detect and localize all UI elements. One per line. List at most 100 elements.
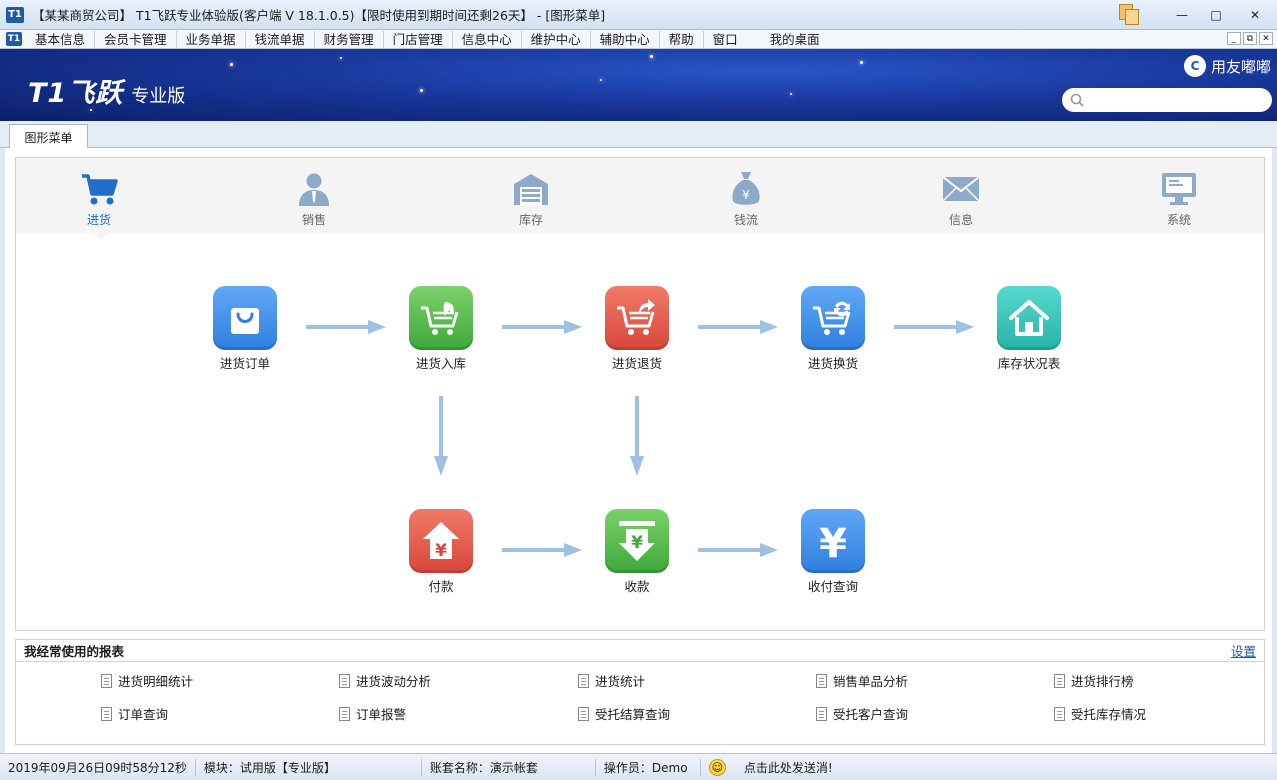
yydd-link[interactable]: C 用友嘟嘟 [1183, 55, 1271, 77]
node-payment-query[interactable]: ¥ 收付查询 [783, 509, 883, 595]
search-input[interactable] [1088, 93, 1272, 107]
tab-strip: 图形菜单 [0, 121, 1277, 149]
category-label: 钱流 [733, 213, 758, 227]
menu-item-cashflow-docs[interactable]: 钱流单据 [246, 30, 315, 48]
status-operator: 操作员：Demo [596, 758, 701, 776]
category-inventory[interactable]: 库存 [486, 170, 576, 228]
report-link[interactable]: 进货统计 [578, 671, 645, 690]
node-label: 库存状况表 [997, 356, 1061, 371]
flow-arrow-down [630, 396, 644, 476]
report-link-label: 订单查询 [118, 707, 169, 722]
report-link[interactable]: 订单报警 [339, 704, 406, 723]
app-logo: T1 [6, 6, 24, 23]
minimize-button[interactable]: — [1176, 8, 1188, 22]
active-category-pointer [92, 232, 110, 240]
menu-item-assist[interactable]: 辅助中心 [591, 30, 660, 48]
report-link[interactable]: 受托库存情况 [1054, 704, 1146, 723]
envelope-icon [942, 176, 980, 202]
document-icon [1054, 673, 1065, 688]
node-purchase-exchange[interactable]: 进货换货 [783, 286, 883, 372]
smiley-icon[interactable]: ☺ [708, 758, 726, 776]
flow-arrow-right [306, 320, 386, 334]
node-purchase-return[interactable]: 进货退货 [587, 286, 687, 372]
menu-item-maintenance[interactable]: 维护中心 [522, 30, 591, 48]
report-link[interactable]: 销售单品分析 [816, 671, 908, 690]
menu-item-store[interactable]: 门店管理 [384, 30, 453, 48]
report-link[interactable]: 订单查询 [101, 704, 168, 723]
status-bar: 2019年09月26日09时58分12秒 模块：试用版【专业版】 账套名称：演示… [0, 753, 1277, 780]
category-sales[interactable]: 销售 [269, 170, 359, 228]
flow-arrow-right [698, 320, 778, 334]
category-label: 销售 [301, 213, 326, 227]
node-stock-status[interactable]: 库存状况表 [979, 286, 1079, 372]
brand-edition: 专业版 [131, 86, 186, 107]
report-link[interactable]: 受托结算查询 [578, 704, 670, 723]
brand-logo: T1飞跃 专业版 [28, 71, 185, 110]
menu-app-logo[interactable]: T1 [6, 32, 22, 46]
report-link-label: 订单报警 [356, 707, 407, 722]
tab-graphic-menu[interactable]: 图形菜单 [9, 124, 88, 149]
star-decoration [650, 55, 653, 58]
report-link[interactable]: 受托客户查询 [816, 704, 908, 723]
category-purchase[interactable]: 进货 [54, 170, 144, 228]
close-button[interactable]: ✕ [1249, 8, 1261, 22]
report-link-label: 进货明细统计 [118, 674, 194, 689]
menu-item-business-docs[interactable]: 业务单据 [177, 30, 246, 48]
category-label: 库存 [518, 213, 543, 227]
node-receipt[interactable]: ¥ 收款 [587, 509, 687, 595]
window-list-icon[interactable] [1119, 4, 1141, 26]
cart-exchange-icon [813, 301, 851, 335]
menu-item-basic-info[interactable]: 基本信息 [26, 30, 96, 48]
report-link[interactable]: 进货波动分析 [339, 671, 431, 690]
report-link[interactable]: 进货明细统计 [101, 671, 193, 690]
yydd-label: 用友嘟嘟 [1210, 57, 1271, 76]
svg-text:¥: ¥ [435, 541, 447, 561]
report-link[interactable]: 进货排行榜 [1054, 671, 1134, 690]
node-label: 收付查询 [807, 579, 858, 594]
document-icon [339, 673, 350, 688]
brand-name: T1飞跃 [28, 78, 124, 109]
node-purchase-in[interactable]: 进货入库 [391, 286, 491, 372]
node-payment[interactable]: ¥ 付款 [391, 509, 491, 595]
node-label: 付款 [428, 579, 454, 594]
money-bag-icon: ¥ [732, 172, 760, 205]
menu-item-info-center[interactable]: 信息中心 [453, 30, 522, 48]
document-icon [578, 673, 589, 688]
star-decoration [600, 79, 602, 81]
send-message-link[interactable]: 点击此处发送消! [743, 760, 833, 775]
document-icon [816, 673, 827, 688]
shopping-bag-icon [231, 308, 259, 334]
category-cashflow[interactable]: ¥ 钱流 [701, 170, 791, 228]
mdi-close-button[interactable]: ✕ [1259, 32, 1273, 45]
menu-item-finance[interactable]: 财务管理 [315, 30, 384, 48]
report-link-label: 销售单品分析 [833, 674, 909, 689]
receipt-icon: ¥ [619, 521, 655, 561]
title-bar: T1 【某某商贸公司】 T1飞跃专业体验版(客户端 V 18.1.0.5)【限时… [0, 0, 1277, 30]
mdi-restore-button[interactable]: ⧉ [1243, 32, 1257, 45]
maximize-button[interactable]: □ [1210, 8, 1222, 22]
reports-title: 我经常使用的报表 [24, 644, 125, 659]
document-icon [578, 706, 589, 721]
node-label: 进货退货 [611, 356, 662, 371]
menu-item-help[interactable]: 帮助 [660, 30, 704, 48]
flow-arrow-right [502, 320, 582, 334]
document-icon [339, 706, 350, 721]
menu-item-desktop[interactable]: 我的桌面 [769, 31, 820, 47]
reports-settings-link[interactable]: 设置 [1230, 644, 1256, 659]
menu-item-member-card[interactable]: 会员卡管理 [95, 30, 177, 48]
svg-text:¥: ¥ [631, 533, 643, 553]
star-decoration [860, 61, 863, 64]
category-system[interactable]: 系统 [1134, 170, 1224, 228]
menu-item-window[interactable]: 窗口 [712, 31, 738, 47]
yen-icon: ¥ [819, 521, 847, 563]
search-icon[interactable] [1070, 93, 1084, 107]
mdi-minimize-button[interactable]: _ [1227, 32, 1241, 45]
cart-in-icon [421, 302, 459, 335]
menu-bar: T1 基本信息 会员卡管理 业务单据 钱流单据 财务管理 门店管理 信息中心 维… [0, 30, 1277, 49]
node-label: 进货订单 [219, 356, 270, 371]
category-info[interactable]: 信息 [916, 170, 1006, 228]
node-purchase-order[interactable]: 进货订单 [195, 286, 295, 372]
category-label: 进货 [86, 213, 111, 227]
svg-text:¥: ¥ [819, 521, 847, 563]
document-icon [101, 673, 112, 688]
